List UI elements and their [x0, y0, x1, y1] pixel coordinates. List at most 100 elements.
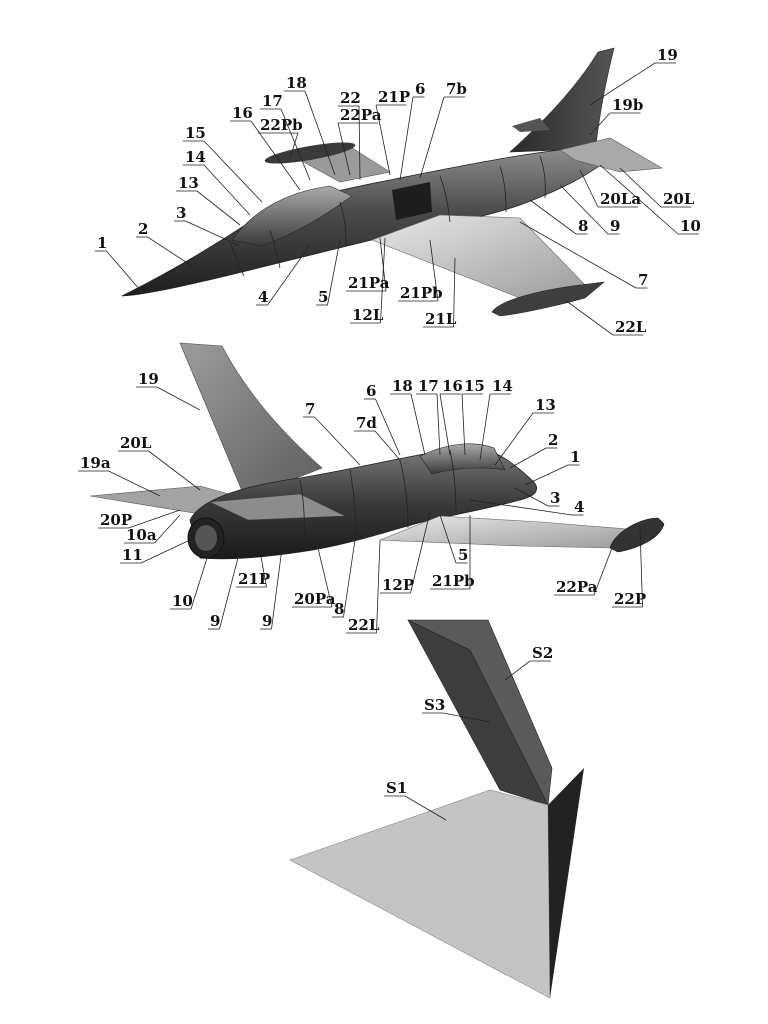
- callout-label: 22L: [348, 616, 380, 634]
- callout-top-6: 6: [399, 80, 425, 181]
- callout-top-16: 16: [230, 104, 301, 191]
- callout-label: 18: [392, 377, 413, 395]
- callout-top-12l: 12L: [350, 237, 386, 324]
- callout-label: 15: [185, 124, 206, 142]
- callout-middle-10a: 10a: [124, 514, 181, 544]
- callout-leader: [343, 539, 356, 618]
- callout-label: 1: [97, 234, 107, 252]
- callout-label: 1: [570, 448, 580, 466]
- callout-label: 2: [548, 431, 558, 449]
- callout-top-5: 5: [316, 239, 341, 306]
- callout-bottom-s2: S2: [504, 644, 553, 681]
- callout-middle-9: 9: [260, 547, 283, 630]
- callout-middle-12p: 12P: [380, 511, 431, 594]
- middle-fuselage: [189, 446, 537, 560]
- callout-label: 11: [122, 546, 143, 564]
- callout-middle-14: 14: [479, 377, 513, 461]
- surface-s2: [407, 619, 553, 807]
- callout-leader: [250, 120, 301, 191]
- top-intake: [392, 182, 432, 220]
- callout-middle-22l: 22L: [346, 539, 381, 634]
- callout-label: 17: [262, 92, 283, 110]
- callout-leader: [461, 393, 466, 456]
- callout-leader: [374, 430, 401, 461]
- callout-label: 15: [464, 377, 485, 395]
- middle-tip-tank: [609, 517, 665, 553]
- callout-middle-5: 5: [439, 514, 468, 564]
- callout-label: 17: [418, 377, 439, 395]
- callout-top-17: 17: [260, 92, 311, 181]
- callout-leader: [504, 660, 531, 681]
- callout-label: 19: [138, 370, 159, 388]
- callout-label: 19: [657, 46, 678, 64]
- callout-leader: [469, 499, 573, 516]
- callout-middle-4: 4: [469, 498, 584, 516]
- callout-label: 9: [262, 612, 272, 630]
- callout-leader: [317, 547, 333, 608]
- callout-label: 5: [458, 546, 468, 564]
- callout-middle-11: 11: [120, 539, 191, 564]
- callout-bottom-s3: S3: [422, 696, 491, 723]
- callout-label: S3: [424, 696, 445, 714]
- callout-leader: [289, 132, 299, 159]
- callout-top-15: 15: [183, 124, 263, 203]
- callout-label: 20P: [100, 511, 132, 529]
- callout-leader: [148, 450, 201, 491]
- callout-label: 19a: [80, 454, 111, 472]
- callout-top-3: 3: [174, 204, 239, 246]
- callout-middle-2: 2: [509, 431, 558, 469]
- callout-label: 8: [578, 217, 588, 235]
- callout-top-21pa: 21Pa: [346, 237, 390, 292]
- callout-middle-21p: 21P: [236, 539, 270, 588]
- callout-top-8: 8: [529, 199, 588, 235]
- callout-top-21l: 21L: [423, 257, 457, 328]
- callout-label: 9: [610, 217, 620, 235]
- callout-leader: [589, 112, 611, 136]
- callout-label: 9: [210, 612, 220, 630]
- callout-middle-20pa: 20Pa: [292, 547, 336, 608]
- middle-panel-lines: [299, 449, 457, 549]
- callout-label: 8: [334, 600, 344, 618]
- callout-label: 7d: [356, 414, 377, 432]
- callout-top-21p: 21P: [375, 88, 410, 176]
- callout-label: 10: [172, 592, 193, 610]
- callout-middle-9: 9: [208, 549, 241, 630]
- callout-top-22: 22: [338, 89, 361, 181]
- callout-middle-6: 6: [364, 382, 401, 456]
- top-panel-lines: [229, 155, 546, 277]
- callout-label: 20L: [120, 434, 152, 452]
- callout-leader: [128, 509, 181, 529]
- middle-right-tailplane: [208, 493, 346, 521]
- callout-label: 19b: [612, 96, 643, 114]
- callout-leader: [185, 220, 239, 246]
- callout-leader: [442, 712, 491, 723]
- callout-leader: [106, 250, 141, 291]
- callout-label: 4: [574, 498, 584, 516]
- middle-fin: [179, 342, 323, 499]
- callout-label: 4: [258, 288, 268, 306]
- callout-leader: [380, 237, 386, 324]
- callout-label: 22L: [615, 318, 647, 336]
- callout-top-14: 14: [183, 148, 251, 216]
- callout-label: 6: [366, 382, 376, 400]
- callout-label: 7: [638, 271, 648, 289]
- callout-top-10: 10: [599, 164, 701, 235]
- callout-leader: [219, 549, 241, 630]
- surface-s1: [289, 789, 551, 999]
- middle-aircraft: [89, 342, 665, 560]
- callout-label: 21P: [238, 570, 270, 588]
- callout-label: S2: [532, 644, 553, 662]
- callout-leader: [619, 167, 662, 208]
- callout-middle-10: 10: [170, 554, 209, 610]
- callout-middle-8: 8: [332, 539, 356, 618]
- top-canopy: [231, 185, 353, 247]
- bottom-surfaces: [289, 619, 584, 999]
- callout-leader: [203, 140, 263, 203]
- callout-leader: [479, 393, 491, 461]
- callout-middle-19a: 19a: [78, 454, 161, 497]
- callout-leader: [379, 237, 387, 292]
- callout-top-22pb: 22Pb: [258, 116, 303, 159]
- callout-label: 12P: [382, 576, 414, 594]
